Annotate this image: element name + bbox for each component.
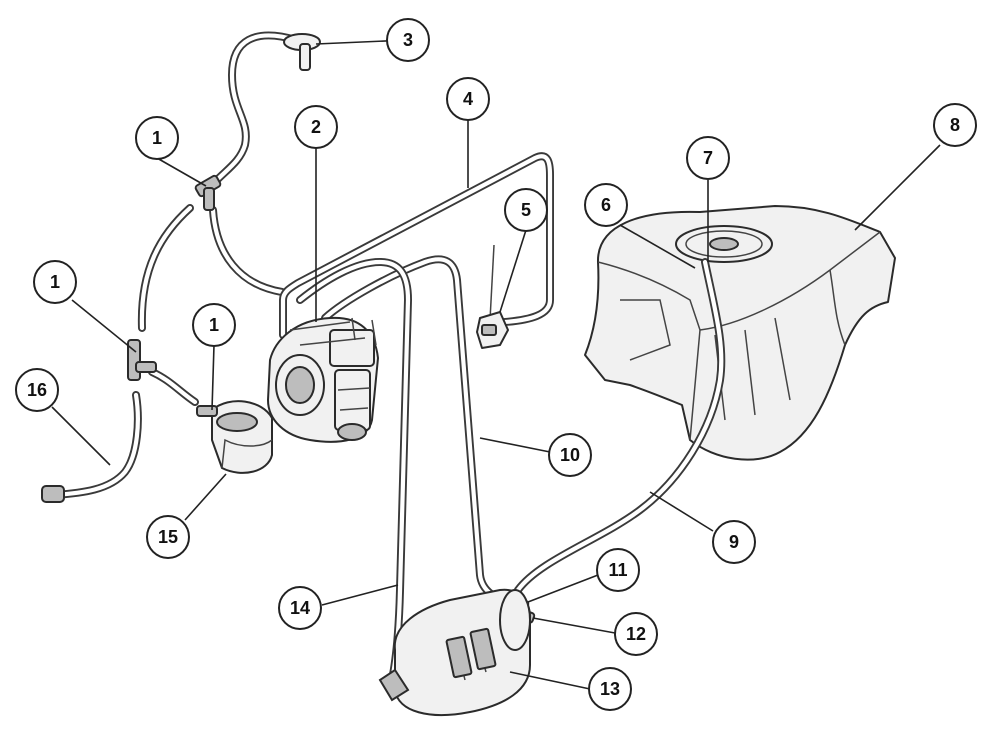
callout-16: 16 (15, 368, 59, 412)
callout-label: 4 (463, 89, 473, 109)
callout-1-mid: 1 (192, 303, 236, 347)
callout-5: 5 (504, 188, 548, 232)
callout-14: 14 (278, 586, 322, 630)
vent-valve-3 (283, 33, 321, 71)
callout-3: 3 (386, 18, 430, 62)
hose-3-to-tee (211, 31, 300, 186)
valve-15 (196, 400, 273, 474)
callout-label: 11 (608, 560, 627, 580)
fuel-petcock (476, 311, 509, 349)
fuel-tank (584, 205, 896, 461)
callout-label: 10 (560, 445, 580, 465)
callout-6: 6 (584, 183, 628, 227)
hose-9 (508, 258, 726, 609)
callout-15: 15 (146, 515, 190, 559)
callout-label: 2 (311, 117, 321, 137)
callout-label: 14 (290, 598, 310, 618)
hose-4 (279, 152, 554, 339)
callout-1-top: 1 (135, 116, 179, 160)
hose-end-fitting-16 (41, 485, 65, 503)
callout-7: 7 (686, 136, 730, 180)
callout-label: 7 (703, 148, 713, 168)
callout-label: 1 (50, 272, 60, 292)
callout-4: 4 (446, 77, 490, 121)
callout-2: 2 (294, 105, 338, 149)
hose-lower-left-top (148, 368, 199, 406)
carburetor (267, 316, 379, 443)
callout-label: 5 (521, 200, 531, 220)
charcoal-canister (378, 588, 531, 716)
hose-16 (51, 391, 142, 499)
callout-label: 3 (403, 30, 413, 50)
callout-11: 11 (596, 548, 640, 592)
callout-label: 15 (158, 527, 178, 547)
callout-8: 8 (933, 103, 977, 147)
callout-label: 8 (950, 115, 960, 135)
callout-1-left: 1 (33, 260, 77, 304)
callout-label: 13 (600, 679, 620, 699)
hose-tee-to-carb (209, 206, 286, 296)
hose-10 (321, 255, 516, 609)
hose-tee-left-down (137, 204, 194, 332)
callout-label: 1 (209, 315, 219, 335)
callout-label: 16 (27, 380, 47, 400)
callout-10: 10 (548, 433, 592, 477)
callout-label: 6 (601, 195, 611, 215)
callout-label: 1 (152, 128, 162, 148)
tee-fitting-upper (194, 174, 222, 211)
hose-5-vent (489, 244, 495, 321)
callout-12: 12 (614, 612, 658, 656)
tee-fitting-lower (127, 339, 157, 381)
callout-label: 9 (729, 532, 739, 552)
callout-9: 9 (712, 520, 756, 564)
callout-13: 13 (588, 667, 632, 711)
leader-lines (51, 39, 941, 690)
fuel-filler-cap (675, 225, 773, 263)
callout-label: 12 (626, 624, 646, 644)
